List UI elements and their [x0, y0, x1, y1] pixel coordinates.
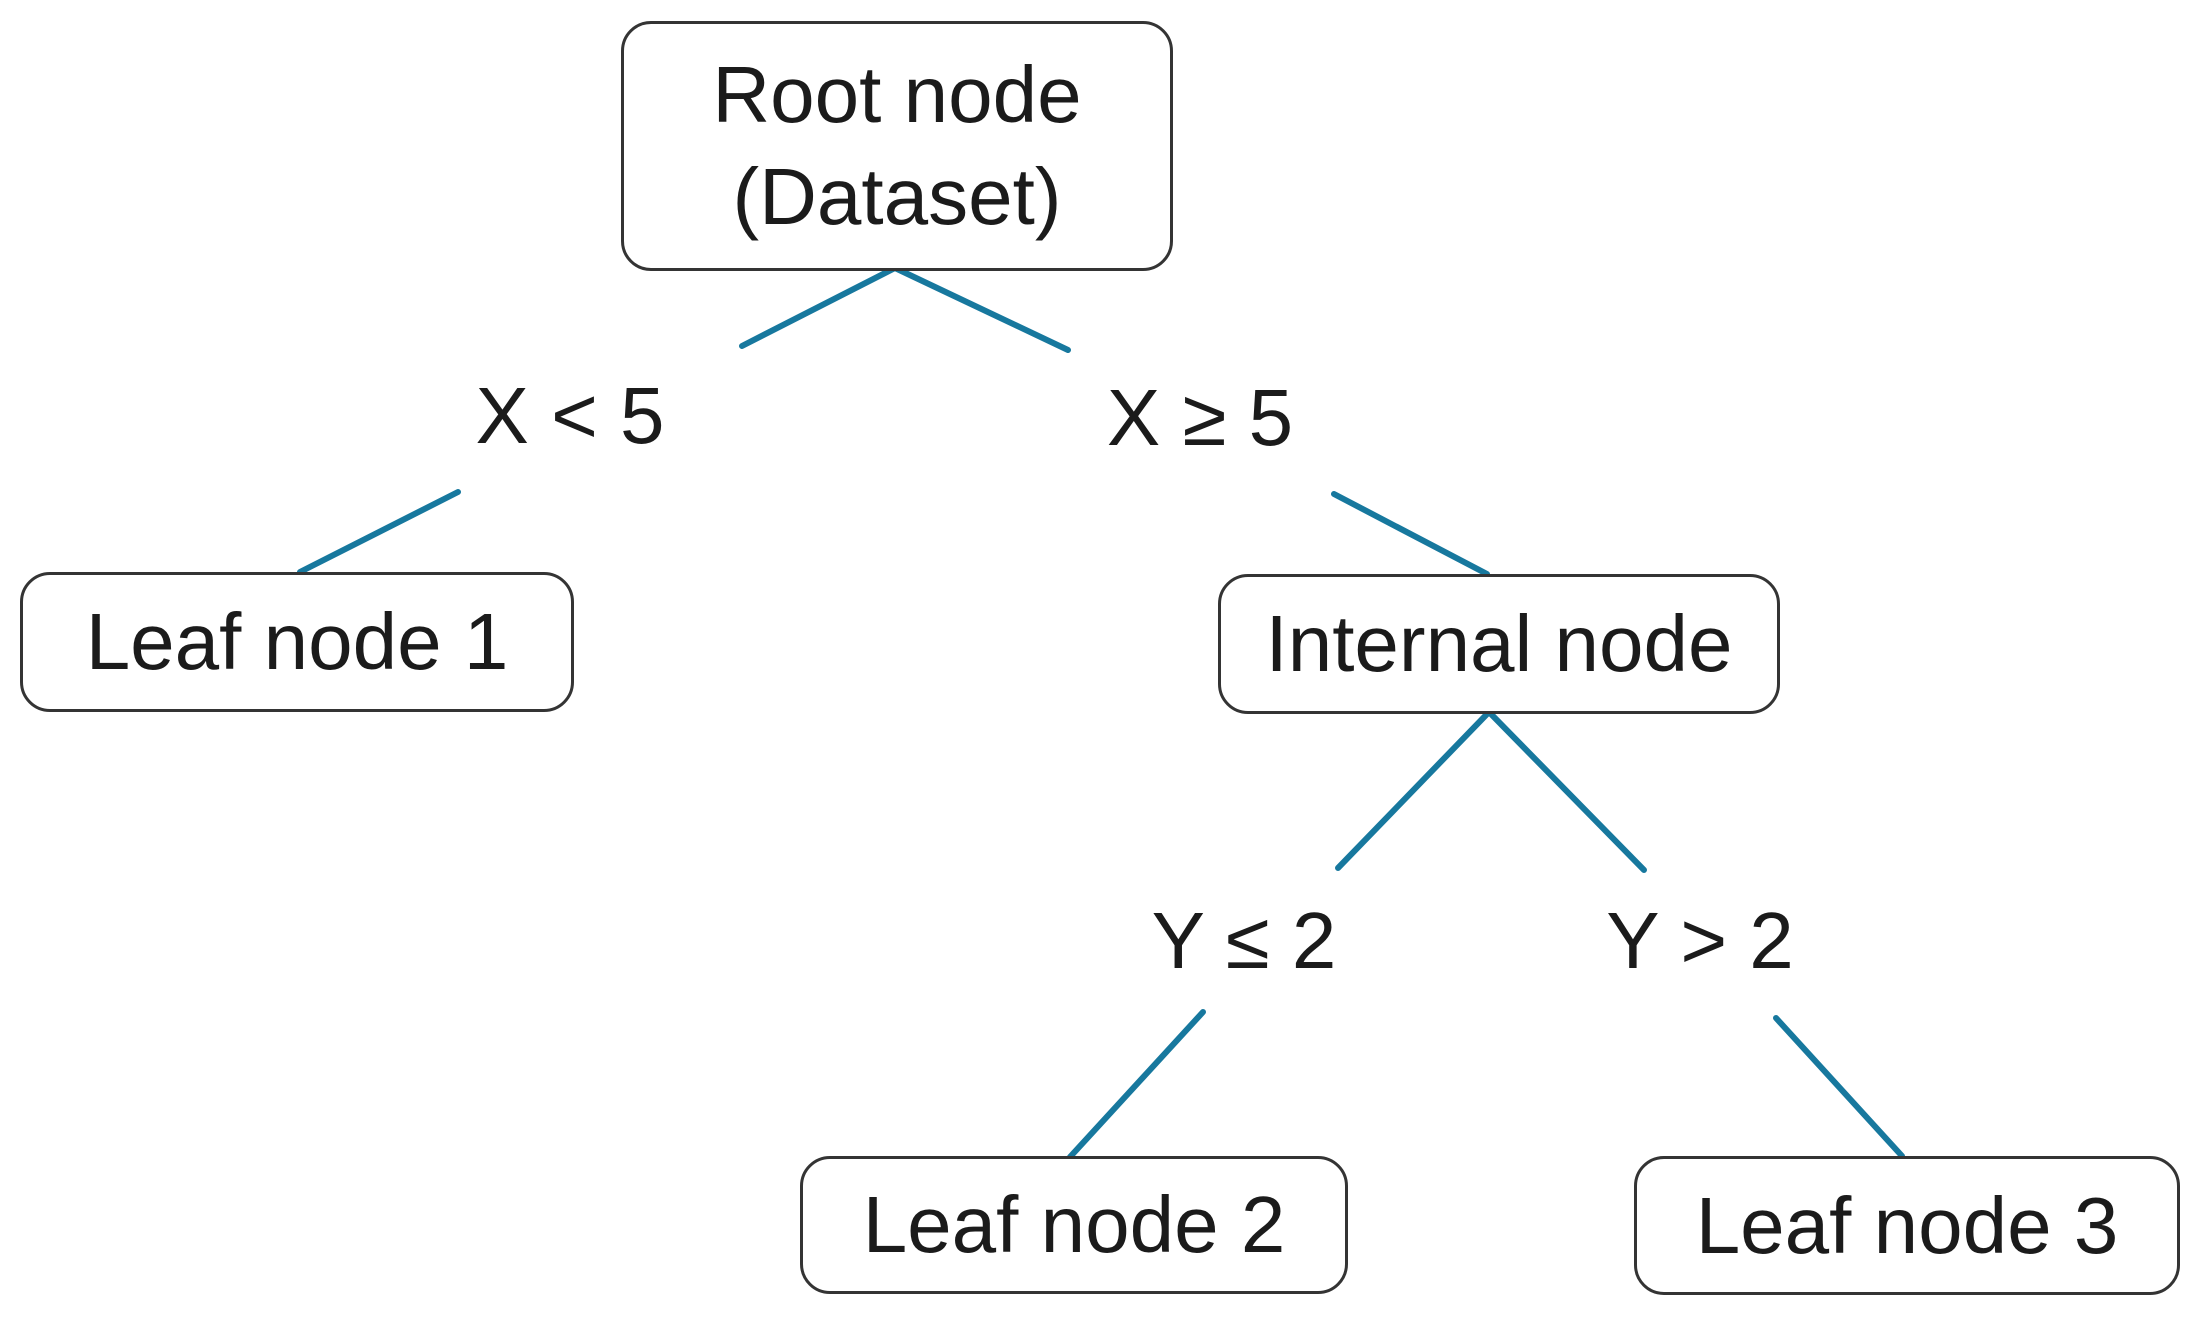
- edge-root-to-right-label: [892, 265, 1071, 353]
- edge-yright-label-to-leaf3: [1773, 1015, 1905, 1159]
- edge-yleft-label-to-leaf2: [1067, 1009, 1206, 1160]
- node-leaf-1-label: Leaf node 1: [85, 597, 509, 686]
- edge-label-y-less-equal-2: Y ≤ 2: [1151, 896, 1337, 985]
- node-internal-label: Internal node: [1265, 599, 1733, 688]
- node-leaf-3: Leaf node 3: [1634, 1156, 2180, 1295]
- edge-left-label-to-leaf1: [297, 489, 461, 575]
- edge-root-to-left-label: [739, 265, 898, 349]
- node-root-label-line2: (Dataset): [732, 152, 1062, 241]
- node-leaf-1: Leaf node 1: [20, 572, 574, 712]
- node-leaf-3-label: Leaf node 3: [1695, 1180, 2119, 1270]
- edge-label-y-greater-than-2: Y > 2: [1606, 896, 1794, 985]
- edge-label-x-less-than-5: X < 5: [475, 371, 665, 460]
- edge-right-label-to-internal: [1331, 491, 1490, 577]
- node-root: Root node (Dataset): [621, 21, 1173, 271]
- node-leaf-2-label: Leaf node 2: [862, 1180, 1286, 1269]
- edge-internal-to-yright-label: [1486, 709, 1647, 873]
- edge-label-x-greater-equal-5: X ≥ 5: [1106, 373, 1294, 462]
- node-internal: Internal node: [1218, 574, 1780, 714]
- node-root-label-line1: Root node: [712, 50, 1082, 139]
- node-leaf-2: Leaf node 2: [800, 1156, 1348, 1294]
- edge-internal-to-yleft-label: [1335, 709, 1492, 871]
